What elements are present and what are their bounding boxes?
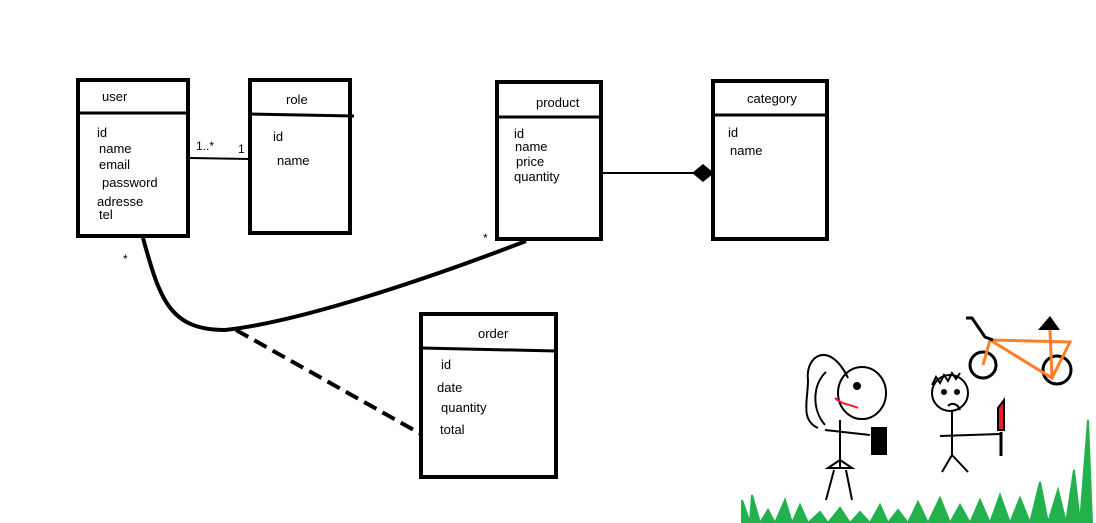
figure-left-hair-2 (814, 371, 827, 426)
multiplicity-user-role-user-end: 1..* (196, 139, 214, 153)
user-attr-tel: tel (99, 207, 113, 222)
figure-left-mouth (834, 397, 859, 409)
class-user-box (76, 78, 190, 238)
category-attr-name: name (730, 143, 763, 158)
user-attr-id: id (97, 125, 107, 140)
category-attr-id: id (728, 125, 738, 140)
order-attr-quantity: quantity (441, 400, 487, 415)
bicycle-doodle (966, 316, 1073, 386)
class-product: product id name price quantity (495, 80, 603, 241)
class-role-title: role (286, 92, 308, 107)
bicycle-front-wheel (1041, 354, 1073, 386)
bicycle-seat-post (1048, 329, 1054, 379)
order-attr-date: date (437, 380, 462, 395)
figure-right-leg-r (951, 454, 969, 473)
bicycle-rear-wheel (968, 350, 998, 380)
multiplicity-user-role-role-end: 1 (238, 142, 245, 156)
class-category-box (711, 79, 829, 241)
class-order-title: order (478, 326, 509, 341)
figure-left-hair (805, 354, 849, 429)
figure-right-doodle (931, 371, 1005, 473)
product-attr-name: name (515, 139, 548, 154)
user-attr-email: email (99, 157, 130, 172)
multiplicity-user-end: * (123, 252, 128, 266)
class-category: category id name (711, 79, 829, 241)
multiplicity-product-end: * (483, 231, 488, 245)
figure-left-skirt (824, 458, 856, 469)
product-attr-quantity: quantity (514, 169, 560, 184)
user-attr-adresse: adresse (97, 194, 143, 209)
figure-left-arm (824, 429, 871, 436)
association-user-role (189, 157, 251, 160)
class-category-title: category (747, 91, 797, 106)
grass-doodle (741, 419, 1094, 523)
knife-blade (997, 397, 1005, 431)
figure-right-eye-l (941, 389, 947, 395)
class-order-box (419, 312, 558, 479)
bicycle-handlebar (966, 316, 994, 342)
association-user-product (141, 237, 527, 333)
class-role-divider (249, 112, 355, 118)
figure-left-leg-r (845, 469, 853, 501)
association-class-link-order (235, 328, 422, 436)
figure-right-mouth (947, 402, 961, 411)
class-role-box (248, 78, 352, 235)
figure-left-head (837, 366, 887, 420)
composition-diamond (692, 164, 714, 182)
bicycle-frame (981, 338, 1073, 381)
figure-right-hair (931, 371, 961, 386)
figure-left-leg-l (825, 469, 835, 501)
figure-right-arm (939, 433, 1001, 437)
role-attr-id: id (273, 129, 283, 144)
bicycle-saddle (1038, 316, 1060, 330)
class-role: role id name (248, 78, 355, 235)
class-product-box (495, 80, 603, 241)
figure-left-held-object (871, 427, 887, 455)
figure-left-eye (853, 382, 861, 390)
product-attr-price: price (516, 154, 544, 169)
user-attr-password: password (102, 175, 158, 190)
class-user-title: user (102, 89, 128, 104)
order-attr-total: total (440, 422, 465, 437)
figure-right-eye-r (954, 389, 960, 395)
role-attr-name: name (277, 153, 310, 168)
class-order-divider (420, 346, 557, 353)
class-product-title: product (536, 95, 580, 110)
product-attr-id: id (514, 126, 524, 141)
figure-left-doodle (805, 354, 887, 501)
class-order: order id date quantity total (419, 312, 558, 479)
class-user: user id name email password adresse tel (76, 78, 190, 238)
order-attr-id: id (441, 357, 451, 372)
figure-right-leg-l (941, 454, 953, 473)
user-attr-name: name (99, 141, 132, 156)
